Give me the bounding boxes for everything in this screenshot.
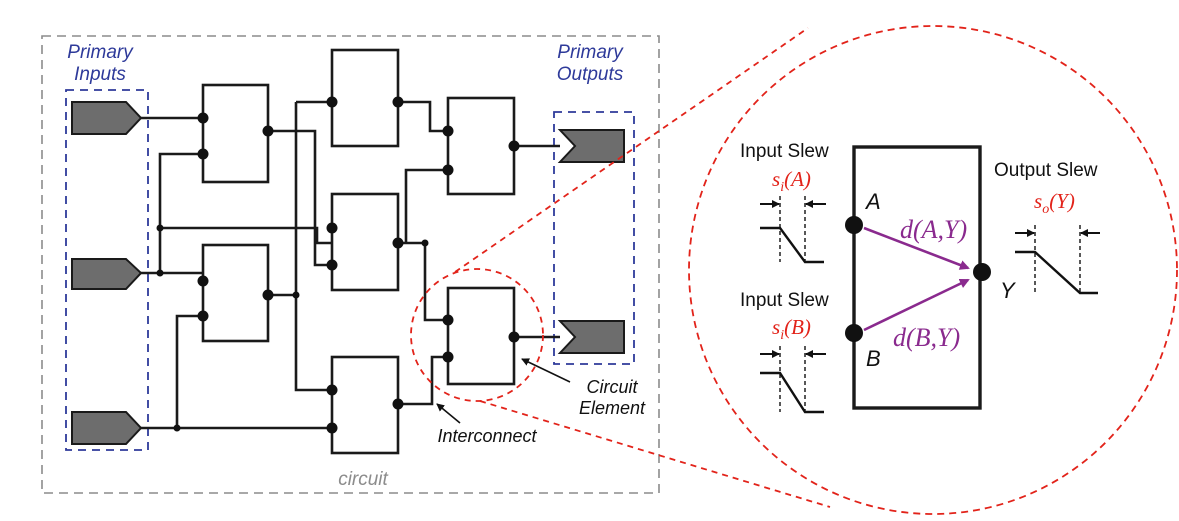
zoom-detail-circle [688,25,1178,515]
slew-b-label: si(B) [772,315,811,343]
circuit-element-pointer [521,358,571,383]
primary-inputs-label-2: Inputs [74,64,126,85]
slew-y-waveform [1015,225,1100,295]
circuit-element-g6 [446,96,516,196]
circuit-element-g2 [201,243,270,343]
slew-a-waveform [760,196,826,264]
pin-y-dot [973,263,991,281]
pin-b-label: B [866,346,881,371]
output-slew-label: Output Slew [994,160,1098,181]
pin-a-dot [845,216,863,234]
delay-ay-label: d(A,Y) [900,215,967,244]
delay-arc-by [863,278,970,332]
zoom-source-circle [410,268,544,402]
primary-inputs-label-1: Primary [67,42,134,63]
delay-by-label: d(B,Y) [893,323,960,352]
circuit-element-label-2: Element [579,398,646,418]
primary-inputs-box [65,89,149,451]
circuit-element-label-1: Circuit [586,377,638,397]
pin-dots [156,96,520,434]
zoom-connector-bottom [479,400,831,508]
primary-output-ports [557,129,625,354]
slew-y-label: so(Y) [1034,189,1075,217]
input-slew-bottom-label: Input Slew [740,290,829,311]
primary-outputs-label-2: Outputs [557,64,624,85]
circuit-label: circuit [338,469,388,490]
circuit-element-g7 [446,286,516,386]
zoomed-circuit-element [852,145,982,410]
interconnect-label: Interconnect [437,426,537,446]
delay-arc-ay [863,226,970,270]
pin-b-dot [845,324,863,342]
circuit-element-g4 [330,192,400,292]
primary-input-ports [71,101,143,445]
primary-outputs-box [553,111,635,365]
circuit-element-g3 [330,355,400,455]
pin-a-label: A [864,189,881,214]
input-slew-top-label: Input Slew [740,141,829,162]
interconnect-pointer [436,403,461,424]
circuit-element-g5 [330,48,400,148]
pin-y-label: Y [1000,278,1016,303]
slew-a-label: si(A) [772,167,811,195]
zoom-connector-top [454,27,809,273]
circuit-boundary [41,35,660,494]
primary-outputs-label-1: Primary [557,42,624,63]
circuit-element-g1 [201,83,270,184]
slew-b-waveform [760,346,826,414]
